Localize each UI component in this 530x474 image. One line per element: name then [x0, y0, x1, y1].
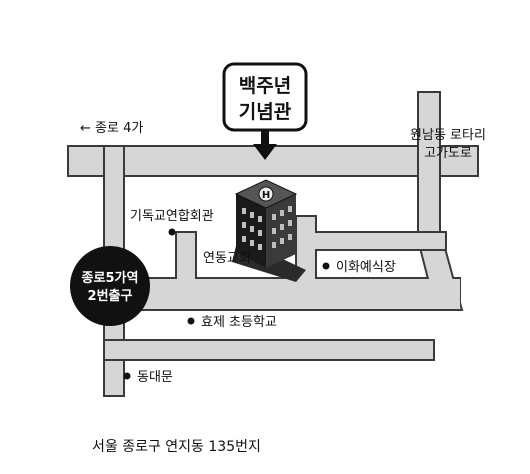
callout-line2: 기념관: [239, 101, 292, 123]
bottom-road: [103, 339, 435, 361]
road-network: [67, 91, 479, 397]
label-yeondong-church: 연동교회: [203, 251, 251, 266]
jongno-road: [67, 145, 479, 177]
label-christian-union: 기독교연합회관: [130, 209, 214, 224]
label-dongdaemun: 동대문: [137, 370, 173, 385]
marker-dot-icon: [123, 372, 131, 380]
station-line1: 종로5가역: [82, 270, 139, 286]
svg-text:H: H: [262, 190, 270, 201]
station-badge: 종로5가역 2번출구: [70, 246, 150, 326]
station-line2: 2번출구: [88, 288, 133, 304]
arrow-down-icon: [253, 144, 277, 160]
address-caption: 서울 종로구 연지동 135번지: [92, 439, 261, 455]
marker-dot-icon: [322, 262, 330, 270]
label-jongro4ga: ← 종로 4가: [80, 121, 143, 136]
building-icon: H: [232, 179, 306, 282]
label-ihwa-hall: 이화예식장: [336, 260, 396, 275]
label-wonnam-line2: 고가도로: [424, 146, 472, 161]
callout-line1: 백주년: [239, 75, 291, 97]
centennial-hall-callout: 백주년 기념관: [222, 62, 308, 160]
label-wonnam-line1: 원남동 로타리: [410, 128, 486, 143]
marker-dot-icon: [187, 317, 195, 325]
marker-dot-icon: [168, 228, 176, 236]
label-hyoje-school: 효제 초등학교: [201, 315, 277, 330]
